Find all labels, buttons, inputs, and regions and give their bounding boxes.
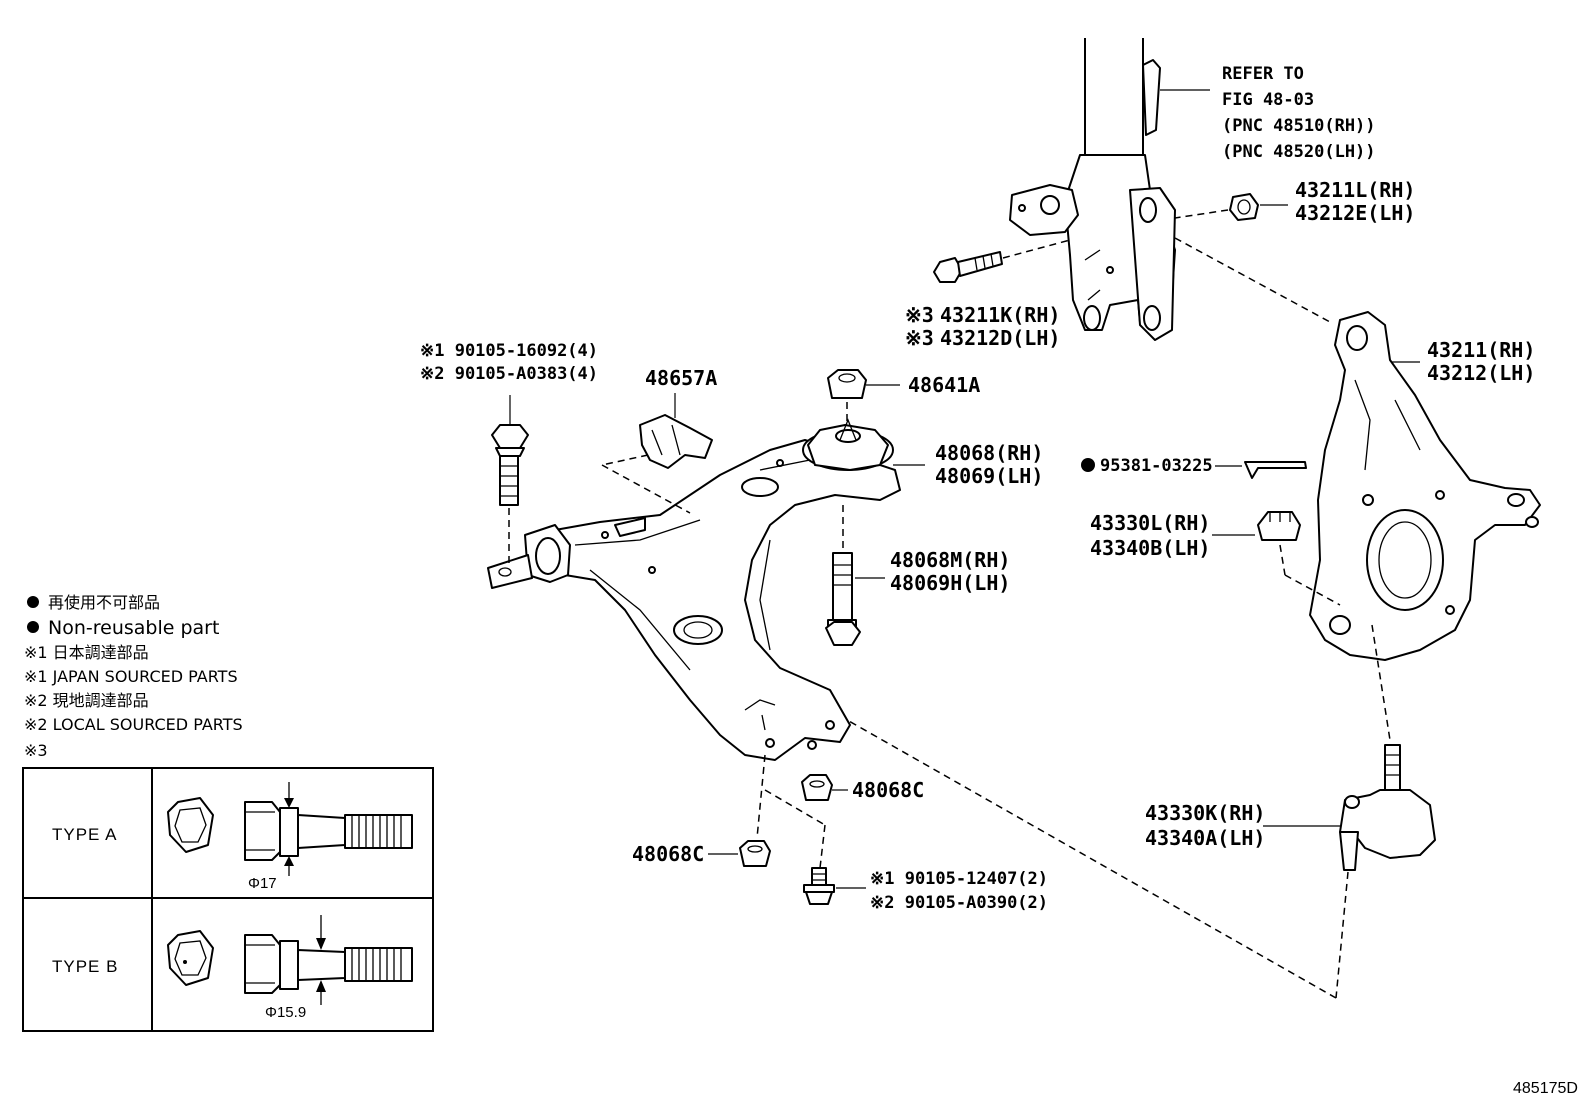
- label-48641A: 48641A: [908, 373, 980, 397]
- legend-bullet-en: [27, 621, 39, 633]
- bolt-48068M: [825, 552, 861, 646]
- label-43330K: 43330K(RH): [1145, 801, 1265, 825]
- label-43211L: 43211L(RH): [1295, 178, 1415, 202]
- type-b-diameter: Φ15.9: [265, 1004, 306, 1021]
- nut-48641A: [827, 369, 867, 399]
- label-43330L: 43330L(RH): [1090, 511, 1210, 535]
- label-48068C-right: 48068C: [852, 778, 924, 802]
- label-90105-12407: ※1 90105-12407(2): [870, 869, 1048, 889]
- legend-mark2-en: ※2 LOCAL SOURCED PARTS: [24, 715, 243, 734]
- mark3-a: ※3: [905, 303, 934, 327]
- cover-48657A: [639, 414, 713, 469]
- type-b-bolt-drawing: [167, 915, 413, 1005]
- bolt-90105-16092: [491, 424, 529, 506]
- non-reusable-bullet: [1081, 458, 1095, 472]
- label-48068C-left: 48068C: [632, 842, 704, 866]
- label-90105-A0383: ※2 90105-A0383(4): [420, 364, 598, 384]
- legend-non-reusable-en: Non-reusable part: [48, 617, 219, 639]
- rear-bushing-48068: [802, 418, 894, 471]
- legend-mark1-en: ※1 JAPAN SOURCED PARTS: [24, 667, 238, 686]
- label-43340A: 43340A(LH): [1145, 826, 1265, 850]
- label-90105-16092: ※1 90105-16092(4): [420, 341, 598, 361]
- nut-48068C-left: [739, 840, 771, 867]
- label-43212D: 43212D(LH): [940, 326, 1060, 350]
- strut-ref-line3: (PNC 48510(RH)): [1222, 116, 1376, 136]
- label-43211: 43211(RH): [1427, 338, 1535, 362]
- label-48069H: 48069H(LH): [890, 571, 1010, 595]
- lower-control-arm: [487, 439, 901, 761]
- type-b-label: TYPE B: [52, 957, 118, 976]
- type-a-bolt-drawing: [167, 782, 413, 876]
- steering-knuckle: [1309, 311, 1541, 661]
- strut-ref-line4: (PNC 48520(LH)): [1222, 142, 1376, 162]
- figure-id: 485175D: [1513, 1080, 1578, 1097]
- legend-mark2-jp: ※2 現地調達部品: [24, 691, 149, 710]
- strut-ref-line2: FIG 48-03: [1222, 90, 1314, 110]
- label-48657A: 48657A: [645, 366, 717, 390]
- label-48068M: 48068M(RH): [890, 548, 1010, 572]
- type-a-diameter: Φ17: [248, 875, 277, 892]
- label-48068: 48068(RH): [935, 441, 1043, 465]
- legend-mark1-jp: ※1 日本調達部品: [24, 643, 149, 662]
- legend-bullet-jp: [27, 596, 39, 608]
- label-95381: 95381-03225: [1100, 456, 1213, 476]
- label-90105-A0390: ※2 90105-A0390(2): [870, 893, 1048, 913]
- mark3-b: ※3: [905, 326, 934, 350]
- bolt-43211K: [933, 251, 1003, 283]
- strut-ref-line1: REFER TO: [1222, 64, 1304, 84]
- legend-non-reusable-jp: 再使用不可部品: [48, 593, 160, 612]
- bolt-type-table: [22, 767, 434, 1032]
- cotter-pin-95381: [1244, 461, 1307, 479]
- bolt-90105-12407: [803, 867, 835, 905]
- label-43340B: 43340B(LH): [1090, 536, 1210, 560]
- label-43212E: 43212E(LH): [1295, 201, 1415, 225]
- ball-joint-43330K: [1339, 744, 1436, 871]
- nut-48068C-right: [801, 774, 833, 801]
- label-43211K: 43211K(RH): [940, 303, 1060, 327]
- type-a-label: TYPE A: [52, 825, 118, 844]
- nut-43211L: [1229, 193, 1259, 221]
- castle-nut-43330L: [1257, 511, 1301, 541]
- legend-mark3: ※3: [24, 741, 48, 760]
- label-43212: 43212(LH): [1427, 361, 1535, 385]
- label-48069: 48069(LH): [935, 464, 1043, 488]
- strut-assembly: [1009, 38, 1176, 341]
